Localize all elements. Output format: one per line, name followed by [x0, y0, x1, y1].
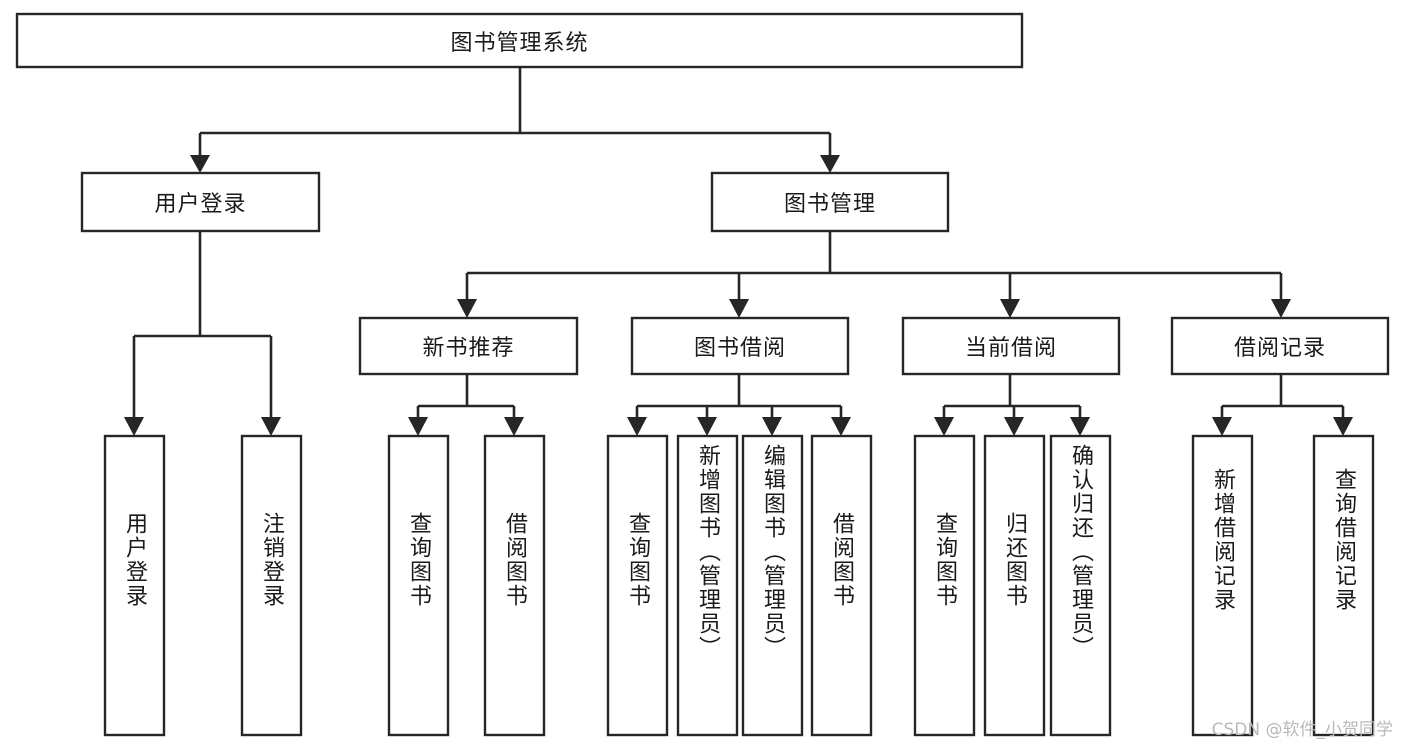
arrowhead-leaf-query-book-2: [627, 417, 647, 436]
node-leaf-query-record[interactable]: [1312, 434, 1375, 737]
arrowhead-leaf-logout-login: [261, 417, 281, 436]
arrowhead-leaf-query-book-3: [934, 417, 954, 436]
arrowhead-leaf-borrow-book-1: [504, 417, 524, 436]
arrowhead-book-manage: [820, 155, 840, 173]
node-layer: [15, 12, 1390, 737]
node-book-manage[interactable]: [710, 171, 950, 233]
arrowhead-leaf-user-login: [124, 417, 144, 436]
node-leaf-confirm-return[interactable]: [1049, 434, 1112, 737]
arrowhead-leaf-query-record: [1333, 417, 1353, 436]
node-book-borrow[interactable]: [630, 316, 850, 376]
arrowhead-leaf-add-record: [1212, 417, 1232, 436]
node-current-borrow[interactable]: [901, 316, 1121, 376]
arrowhead-borrow-record: [1271, 299, 1291, 318]
arrowhead-leaf-add-book: [697, 417, 717, 436]
node-borrow-record[interactable]: [1170, 316, 1390, 376]
arrowhead-user-login: [190, 155, 210, 173]
node-leaf-query-book-3[interactable]: [913, 434, 976, 737]
csdn-watermark: CSDN @软件_小贺同学: [1211, 720, 1393, 740]
connector-layer: [124, 67, 1353, 436]
arrowhead-leaf-query-book-1: [408, 417, 428, 436]
node-leaf-logout-login[interactable]: [240, 434, 303, 737]
arrowhead-leaf-return-book: [1004, 417, 1024, 436]
node-leaf-query-book-2[interactable]: [606, 434, 669, 737]
node-leaf-edit-book[interactable]: [741, 434, 804, 737]
node-leaf-query-book-1[interactable]: [387, 434, 450, 737]
arrowhead-leaf-confirm-return: [1070, 417, 1090, 436]
node-new-book-recommend[interactable]: [358, 316, 579, 376]
node-leaf-add-record[interactable]: [1191, 434, 1254, 737]
node-leaf-add-book[interactable]: [676, 434, 739, 737]
arrowhead-new-book-recommend: [457, 299, 477, 318]
node-leaf-borrow-book-1[interactable]: [483, 434, 546, 737]
node-root[interactable]: [15, 12, 1024, 69]
node-leaf-return-book[interactable]: [983, 434, 1046, 737]
arrowhead-leaf-edit-book: [762, 417, 782, 436]
node-leaf-borrow-book-2[interactable]: [810, 434, 873, 737]
node-leaf-user-login[interactable]: [103, 434, 166, 737]
arrowhead-book-borrow: [729, 299, 749, 318]
node-user-login[interactable]: [80, 171, 321, 233]
arrowhead-current-borrow: [1000, 299, 1020, 318]
arrowhead-leaf-borrow-book-2: [831, 417, 851, 436]
